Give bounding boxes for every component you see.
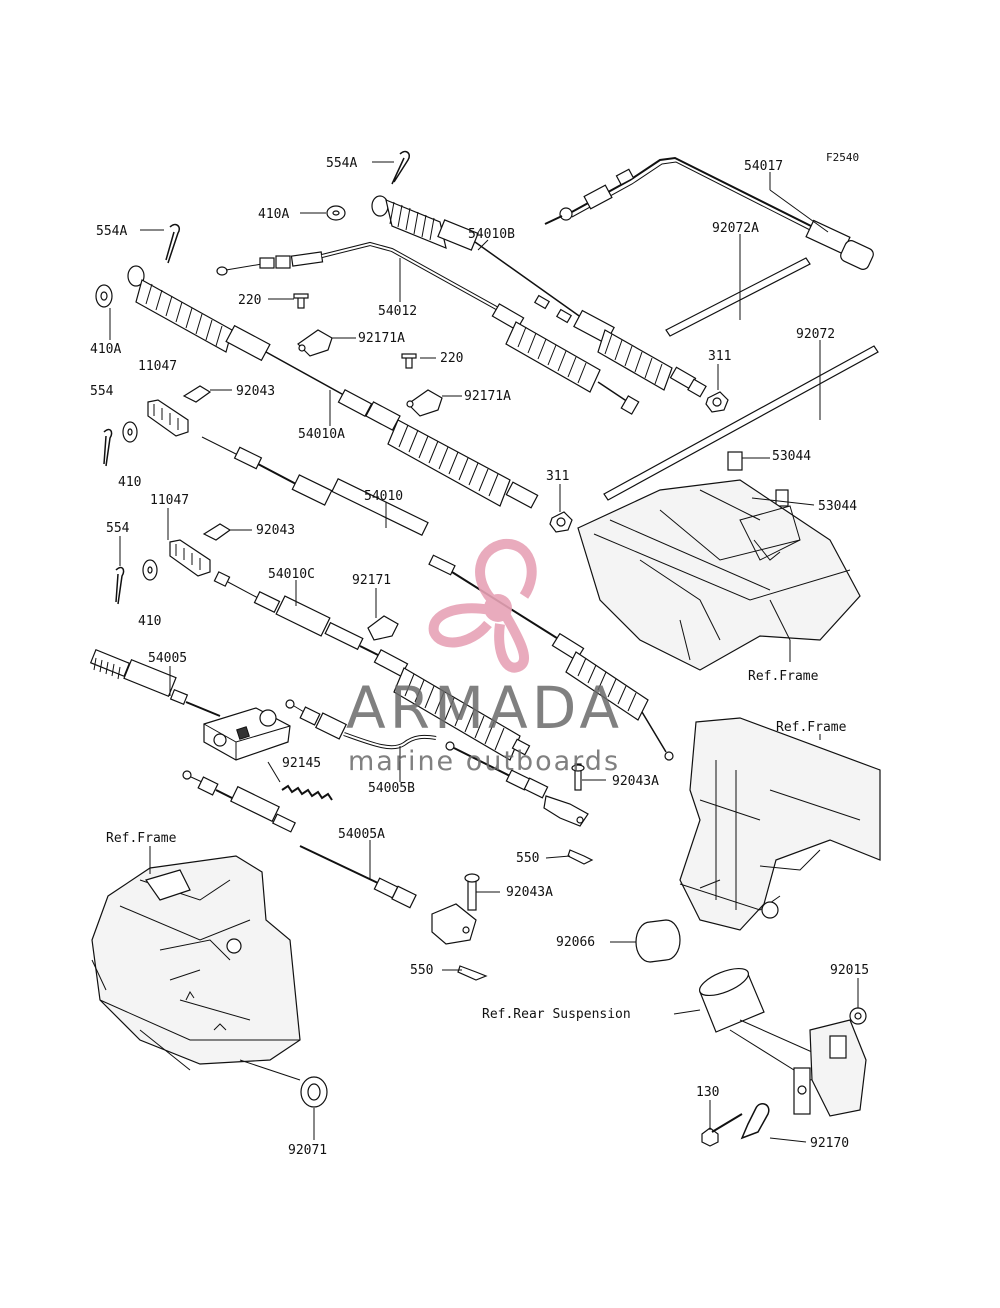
label-410-a: 410 — [118, 475, 141, 490]
label-554-b: 554 — [106, 521, 130, 536]
label-550-b: 550 — [410, 963, 433, 978]
label-11047-a: 11047 — [138, 359, 177, 374]
label-ref-rear-suspension: Ref.Rear Suspension — [482, 1007, 631, 1022]
label-92043A-b: 92043A — [506, 885, 553, 900]
cable-54010B — [371, 195, 707, 398]
label-54005B: 54005B — [368, 781, 415, 796]
cable-upper-yoke — [445, 741, 594, 865]
cable-54012 — [216, 241, 640, 415]
cable-54017 — [544, 156, 874, 270]
label-92043-a: 92043 — [236, 384, 275, 399]
tie-straps — [603, 257, 879, 507]
propeller-logo — [428, 538, 537, 673]
label-311-b: 311 — [546, 469, 569, 484]
label-92072: 92072 — [796, 327, 835, 342]
label-311-a: 311 — [708, 349, 731, 364]
label-92171: 92171 — [352, 573, 391, 588]
label-ref-frame-right: Ref.Frame — [748, 669, 819, 684]
label-554A-top: 554A — [326, 156, 357, 171]
label-54005A: 54005A — [338, 827, 385, 842]
small-parts — [95, 150, 867, 1147]
label-54017: 54017 — [744, 159, 783, 174]
label-ref-frame-left: Ref.Frame — [106, 831, 177, 846]
label-410-b: 410 — [138, 614, 161, 629]
label-54010B: 54010B — [468, 227, 515, 242]
label-92066: 92066 — [556, 935, 595, 950]
label-410A-top: 410A — [258, 207, 289, 222]
frame-right-upper — [577, 479, 861, 671]
label-54010: 54010 — [364, 489, 403, 504]
watermark-tagline: marine outboards — [348, 746, 620, 777]
label-92071: 92071 — [288, 1143, 327, 1158]
watermark: ARMADA marine outboards — [346, 538, 623, 777]
label-92043A-a: 92043A — [612, 774, 659, 789]
part-labels: 554A 54017 410A 54010B 554A 92072A 220 5… — [90, 156, 869, 1158]
label-54012: 54012 — [378, 304, 417, 319]
label-554A-left: 554A — [96, 224, 127, 239]
label-54005: 54005 — [148, 651, 187, 666]
cable-54005B — [285, 699, 437, 750]
label-92171A-a: 92171A — [358, 331, 405, 346]
label-220-b: 220 — [440, 351, 463, 366]
label-92015: 92015 — [830, 963, 869, 978]
label-410A-left: 410A — [90, 342, 121, 357]
label-ref-frame-right-2: Ref.Frame — [776, 720, 847, 735]
label-53044-b: 53044 — [818, 499, 857, 514]
label-220-a: 220 — [238, 293, 261, 308]
label-54010A: 54010A — [298, 427, 345, 442]
label-92170: 92170 — [810, 1136, 849, 1151]
label-11047-b: 11047 — [150, 493, 189, 508]
label-554-a: 554 — [90, 384, 114, 399]
cable-54005A — [182, 770, 488, 981]
rear-suspension — [699, 967, 867, 1117]
frame-left-lower — [91, 855, 301, 1081]
label-92145: 92145 — [282, 756, 321, 771]
label-92072A: 92072A — [712, 221, 759, 236]
leader-lines — [109, 161, 859, 1143]
label-550-a: 550 — [516, 851, 539, 866]
label-92043-b: 92043 — [256, 523, 295, 538]
label-92171A-b: 92171A — [464, 389, 511, 404]
watermark-brand: ARMADA — [346, 674, 623, 742]
cable-54010A — [127, 265, 539, 509]
label-54010C: 54010C — [268, 567, 315, 582]
label-130: 130 — [696, 1085, 719, 1100]
label-53044-a: 53044 — [772, 449, 811, 464]
cable-54005 — [89, 648, 291, 761]
cable-54010 — [201, 436, 674, 761]
figure-code: F2540 — [826, 151, 859, 164]
cable-54010C — [213, 571, 531, 761]
frame-right-middle — [679, 717, 881, 931]
